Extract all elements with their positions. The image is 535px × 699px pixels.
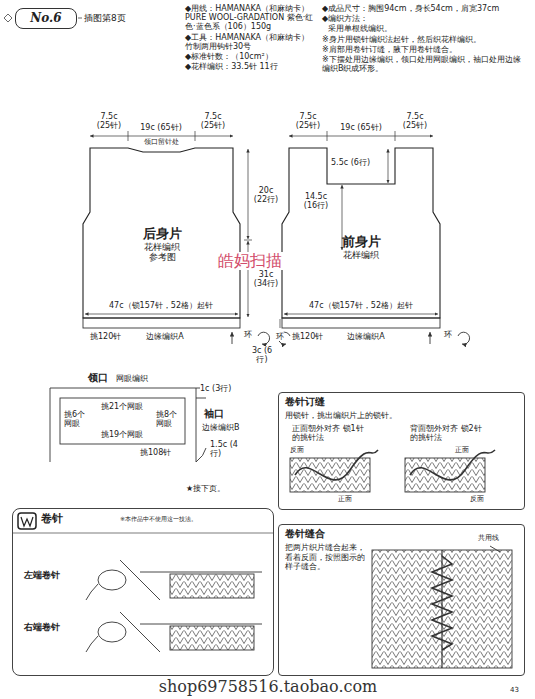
note-text: 正面朝外对齐 锁1针的挑针法 [292, 424, 364, 442]
dimension-label: 挑8个网眼 [156, 410, 182, 428]
box-heading: 卷针订缝 [285, 396, 518, 408]
dimension-label: 边缘编织A [146, 332, 183, 341]
dimension-label: 边缘编织A [347, 332, 384, 341]
note-text: 采用单根线编织。 [328, 24, 527, 33]
dimension-label: 7.5c (25针) [293, 112, 323, 130]
dimension-label: 挑19个网眼 [101, 430, 143, 439]
garment-outline [83, 148, 240, 318]
note-text: ◆成品尺寸：胸围94cm，身长54cm，肩宽37cm [322, 4, 527, 13]
technique-box: 卷针缝合把两片织片缝合起来，看着反面，按照图示的样子缝合。 [278, 524, 525, 676]
dimension-label: 31c (34行) [251, 270, 281, 288]
section-label: 右端卷针 [24, 622, 60, 632]
dimension-label: 1c (3行) [200, 384, 231, 393]
edging-band [83, 318, 470, 344]
shop-footer: shop69758516.taobao.com [159, 678, 378, 696]
box-heading: 后身片 [83, 226, 241, 242]
dimension-lines [85, 131, 438, 328]
note-text: ◆标准针数：（10cm²） [185, 52, 317, 61]
box-text: 花样编织 [282, 250, 440, 261]
dimension-label: 环 [276, 332, 284, 341]
note-text: 反面 [290, 446, 304, 454]
dimension-label: 环 [244, 330, 252, 339]
note-text: 网眼编织 [116, 374, 148, 383]
box-text: 用锁针，挑出编织片上的锁针。 [285, 411, 518, 421]
dimension-label: 挑108针 [140, 448, 171, 457]
cast-on-illustration [86, 560, 262, 652]
dimension-label: 挑6个网眼 [64, 410, 90, 428]
dimension-label: 14.5c (16行) [299, 192, 333, 210]
box-text: 把两片织片缝合起来，看着反面，按照图示的样子缝合。 [285, 543, 369, 572]
note-text: 边缘编织B [202, 423, 240, 432]
dimension-label: 47c（锁157针，52格）起针 [309, 301, 413, 310]
title-badge: No.6 [15, 8, 77, 29]
section-label: 袖口 [204, 408, 224, 420]
dimension-label: 5.5c (6行) [331, 158, 370, 167]
note-text: ※下摆处用边缘编织，领口处用网眼编织，袖口处用边缘编织B织成环形。 [322, 55, 527, 73]
note-text: 反面 [470, 495, 484, 503]
dimension-label: 19c (65针) [140, 123, 182, 132]
dimension-label: 挑120针 [292, 332, 323, 341]
dimension-label: 环 [444, 330, 452, 339]
note-text: 正面 [338, 495, 352, 503]
section-label: 领口 [88, 372, 108, 384]
garment-outline [282, 148, 440, 318]
box-heading: No.6 [30, 11, 61, 25]
box-text: 花样编织 [83, 242, 241, 253]
dimension-label: 挑120针 [90, 332, 121, 341]
garment-piece: 后身片花样编织参考图 [83, 146, 241, 319]
note-text: ◆用线：HAMANAKA（和麻纳卡）PURE WOOL-GRADATION 紫色… [185, 4, 317, 32]
note-text: ◆工具：HAMANAKA（和麻纳卡）竹制两用钩针30号 [185, 33, 317, 51]
dimension-label: 7.5c (25针) [400, 112, 430, 130]
garment-piece: 前身片花样编织 [282, 146, 440, 319]
dimension-label: 7.5c (25针) [94, 112, 124, 130]
garment-outline [282, 146, 440, 319]
note-text: ※肩部用卷针订缝，腋下用卷针缝合。 [322, 45, 527, 54]
note-text: ◆花样编织：33.5针 11行 [185, 62, 317, 71]
note-text: ★接下页。 [186, 484, 225, 493]
note-text: 正面 [455, 446, 469, 454]
dimension-label: 47c（锁157针，52格）起针 [109, 301, 213, 310]
note-text: 背面朝外对齐 锁2针的挑针法 [410, 424, 482, 442]
technique-box: 卷针 [12, 508, 274, 676]
technique-box: 卷针订缝用锁针，挑出编织片上的锁针。 [278, 392, 525, 510]
box-heading: 前身片 [282, 234, 440, 250]
scan-watermark: 皓妈扫描 [216, 252, 284, 270]
dimension-label: 20c (22行) [251, 186, 281, 204]
dimension-label: 领口留针处 [144, 138, 179, 146]
note-text: ◆编织方法： [322, 14, 527, 23]
page-number: 43 [510, 686, 519, 694]
dimension-label: 3c (6行) [250, 346, 274, 364]
note-text: 共用线 [478, 534, 499, 542]
technique-icon [12, 513, 274, 533]
note-text: ※身片用锁针编织法起针，然后织花样编织。 [322, 35, 527, 44]
dimension-label: 挑21个网眼 [101, 402, 143, 411]
dimension-label: 19c (65针) [340, 123, 382, 132]
neckline-diagram [50, 388, 206, 462]
section-label: 左端卷针 [24, 570, 60, 580]
dimension-label: 1.5c (4行) [210, 440, 240, 458]
note-text: ※本作品中不使用这一技法。 [120, 516, 197, 523]
section-label: 插图第8页 [84, 13, 126, 23]
dimension-label: 7.5c (25针) [198, 112, 228, 130]
